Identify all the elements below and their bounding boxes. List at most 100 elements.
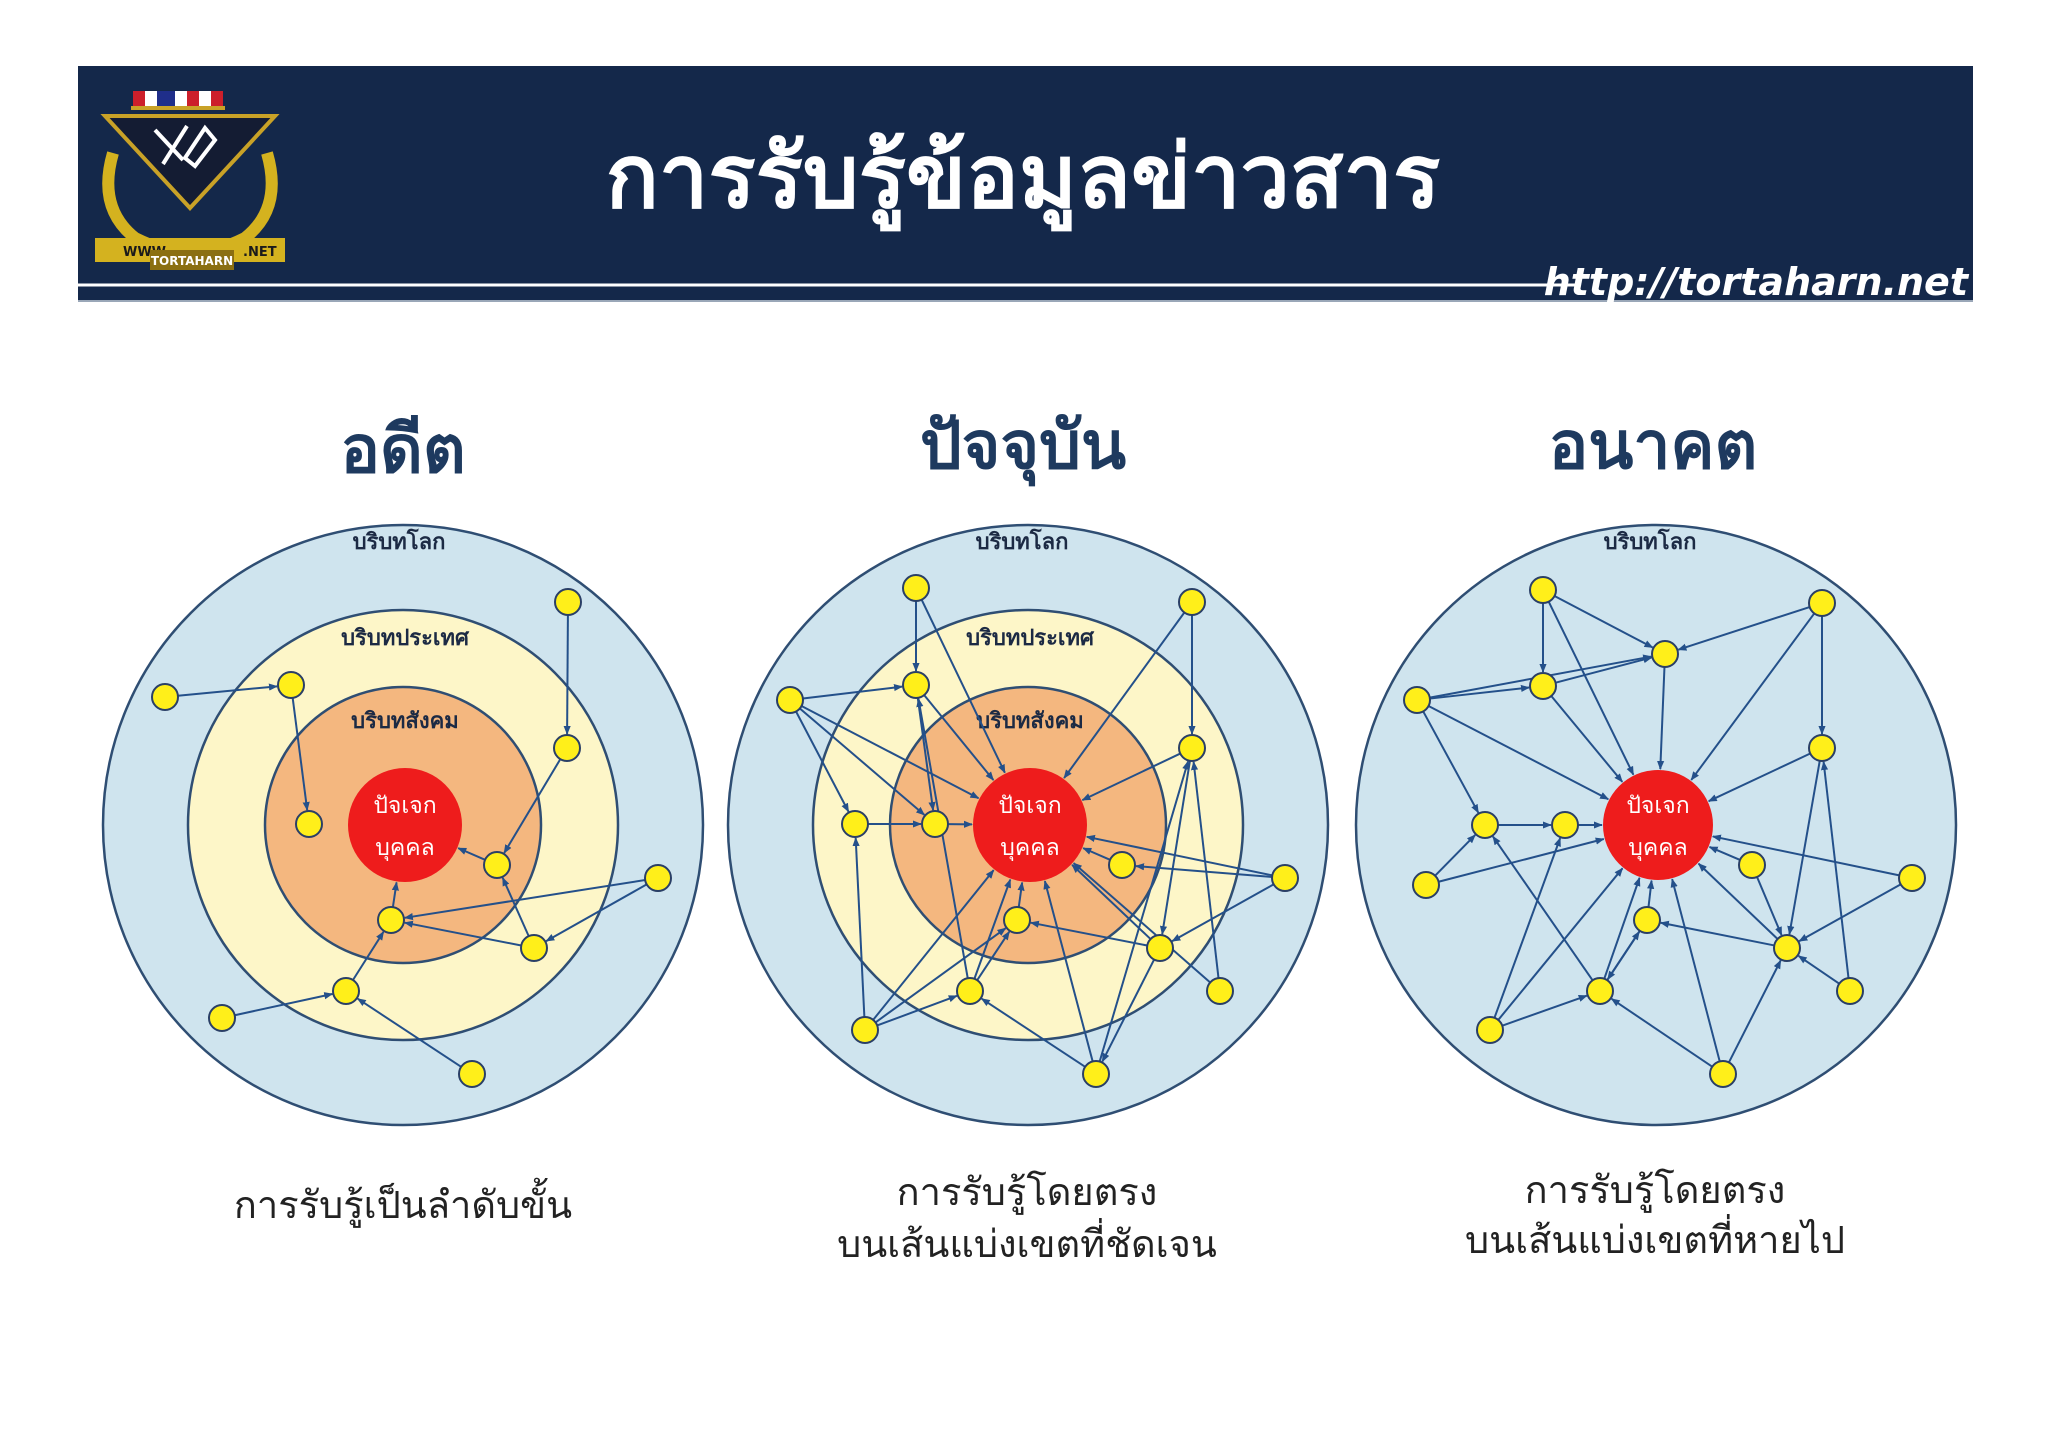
information-node xyxy=(1206,977,1234,1005)
caption-line2: บนเส้นแบ่งเขตที่ชัดเจน xyxy=(837,1218,1217,1266)
arrow-edge xyxy=(1554,595,1654,649)
arrow-edge xyxy=(872,869,995,1021)
arrow-edge xyxy=(876,994,958,1027)
information-node xyxy=(851,1016,879,1044)
arrow-edge xyxy=(795,711,850,813)
arrow-edge xyxy=(801,705,980,800)
core-label-line1: ปัจเจก xyxy=(373,793,436,819)
information-node xyxy=(776,686,804,714)
era-title: อดีต xyxy=(340,411,465,488)
emblem-logo-icon: WWW. .NET TORTAHARN xyxy=(95,91,285,270)
arrow-edge xyxy=(799,707,926,816)
core-label-line1: ปัจเจก xyxy=(998,793,1061,819)
arrow-edge xyxy=(1073,862,1211,984)
caption-line2: บนเส้นแบ่งเขตที่หายไป xyxy=(1465,1214,1845,1262)
information-node xyxy=(332,977,360,1005)
arrow-edge xyxy=(403,920,522,947)
arrow-edge xyxy=(503,758,562,854)
arrow-edge xyxy=(545,883,648,942)
arrow-edge xyxy=(1085,834,1273,877)
country-context-label: บริบทประเทศ xyxy=(341,626,470,651)
core-label-line1: ปัจเจก xyxy=(1626,793,1689,819)
arrow-edge xyxy=(1727,959,1782,1063)
arrow-edge xyxy=(852,837,866,1018)
individual-core xyxy=(973,768,1087,882)
arrow-edge xyxy=(1697,862,1779,940)
arrow-edge xyxy=(501,876,530,937)
arrow-edge xyxy=(1171,883,1275,943)
arrow-edge xyxy=(1422,710,1480,814)
individual-core xyxy=(348,768,462,882)
information-node xyxy=(1709,1060,1737,1088)
caption-line1: การรับรู้เป็นลำดับขั้น xyxy=(234,1177,572,1228)
information-node xyxy=(644,864,672,892)
arrow-edge xyxy=(1071,864,1152,940)
caption-line1: การรับรู้โดยตรง xyxy=(1525,1168,1786,1213)
page-title: การรับรู้ข้อมูลข่าวสาร xyxy=(606,125,1441,232)
diagram-present: ปัจจุบัน บริบทโลก บริบทประเทศ บริบทสังคม… xyxy=(726,407,1330,1266)
arrow-edge xyxy=(234,992,334,1017)
information-node xyxy=(1082,1060,1110,1088)
information-node xyxy=(1836,977,1864,1005)
society-context-label: บริบทสังคม xyxy=(351,709,459,734)
arrow-edge xyxy=(1707,752,1811,803)
information-node xyxy=(554,588,582,616)
arrow-edge xyxy=(1647,879,1655,908)
information-node xyxy=(1651,640,1679,668)
arrow-edge xyxy=(1135,863,1273,878)
information-node xyxy=(295,810,323,838)
arrow-edge xyxy=(1098,760,1190,1062)
arrow-edge xyxy=(1492,835,1594,981)
information-node xyxy=(1003,906,1031,934)
nodes xyxy=(776,574,1299,1088)
arrow-edge xyxy=(802,684,903,700)
information-node xyxy=(1898,864,1926,892)
information-node xyxy=(1271,864,1299,892)
arrow-edge xyxy=(1555,656,1653,684)
information-node xyxy=(1633,906,1661,934)
arrow-edge xyxy=(980,997,1086,1068)
arrow-edge xyxy=(1497,867,1624,1021)
arrow-edge xyxy=(1677,606,1810,651)
arrow-edge xyxy=(1797,955,1840,985)
information-node xyxy=(1551,811,1579,839)
arrow-edge xyxy=(291,697,310,812)
era-title: อนาคต xyxy=(1549,407,1758,484)
arrow-edge xyxy=(1159,760,1191,936)
arrow-edge xyxy=(1820,761,1850,979)
arrow-edge xyxy=(1756,876,1783,936)
edges xyxy=(795,599,1275,1068)
information-node xyxy=(277,671,305,699)
information-node xyxy=(1529,576,1557,604)
arrow-edge xyxy=(1606,930,1641,981)
nodes xyxy=(1403,576,1926,1088)
core-label-line2: บุคคล xyxy=(375,835,434,861)
arrow-edge xyxy=(1438,837,1605,883)
arrow-edge xyxy=(1043,880,1094,1062)
arrow-edge xyxy=(920,599,1006,774)
world-context-label: บริบทโลก xyxy=(1604,528,1697,555)
arrow-edge xyxy=(1690,612,1816,781)
arrow-edge xyxy=(1429,684,1530,700)
information-node xyxy=(841,810,869,838)
information-node xyxy=(1773,934,1801,962)
arrow-edge xyxy=(403,879,646,921)
caption-line1: การรับรู้โดยตรง xyxy=(897,1170,1158,1215)
arrow-edge xyxy=(356,997,462,1068)
information-node xyxy=(1403,686,1431,714)
arrow-edge xyxy=(1081,752,1181,802)
arrow-edge xyxy=(563,614,571,735)
arrow-edge xyxy=(1787,760,1821,936)
arrow-edge xyxy=(1434,834,1476,877)
information-node xyxy=(1146,934,1174,962)
flag-ribbon-icon xyxy=(131,91,225,110)
information-node xyxy=(1471,811,1499,839)
header-banner: WWW. .NET TORTAHARN การรับรู้ข้อมูลข่าวส… xyxy=(78,66,1973,304)
arrow-edge xyxy=(973,878,1012,980)
arrow-edge xyxy=(1029,920,1148,947)
logo-text-right: .NET xyxy=(243,245,277,260)
arrow-edge xyxy=(391,881,399,908)
arrow-edge xyxy=(976,930,1011,981)
arrow-edge xyxy=(352,931,385,981)
information-node xyxy=(1808,734,1836,762)
